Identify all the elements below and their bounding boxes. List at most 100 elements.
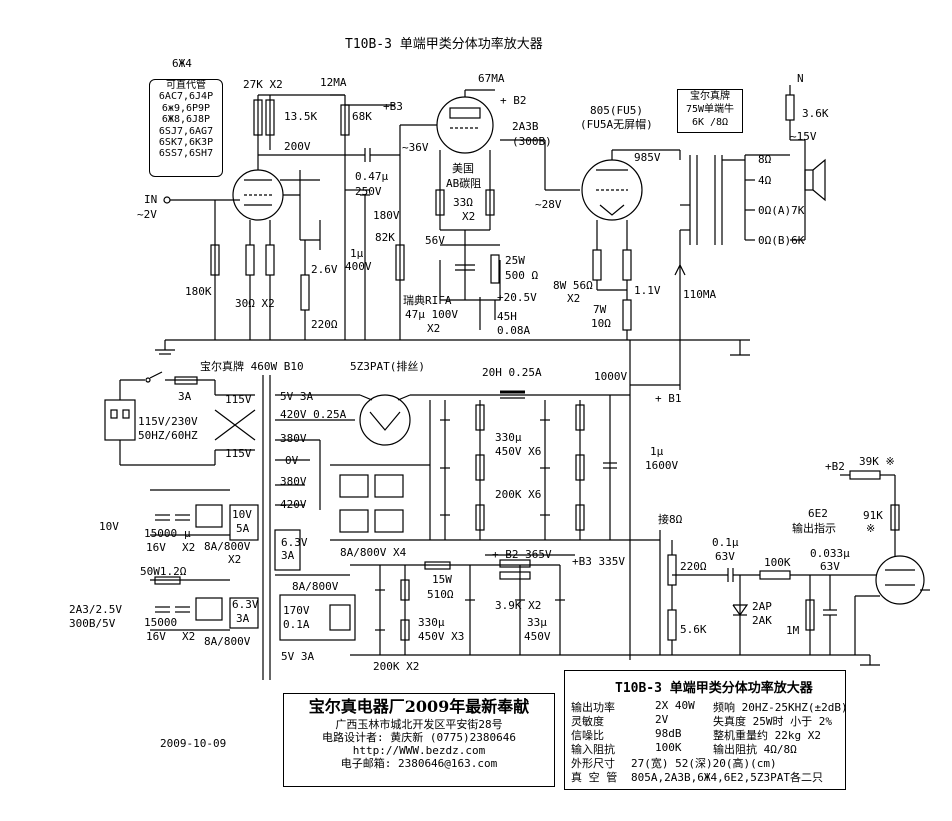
maker-designer: 电路设计者: 黄庆新 (0775)2380646 [322,731,516,744]
label-ab: AB碳阻 [446,176,481,190]
label-33u: 33μ [527,616,547,629]
label-380a: 380V [280,432,307,445]
spec-key: 输入阻抗 [571,743,615,756]
label-1m: 1M [786,624,800,637]
label-380b: 380V [280,475,307,488]
label-12ma: 12MA [320,76,347,89]
label-115b: 115V [225,447,252,460]
label-985v: 985V [634,151,661,164]
label-x2b: X2 [567,292,580,305]
label-500: 500 Ω [505,269,538,282]
spec-row: 外形尺寸 27(宽) 52(深)20(高)(cm) [571,755,777,771]
substitute-item: 6SJ7,6AG7 [158,125,214,137]
label-330: 330μ [495,431,522,444]
maker-brand: 宝尔真电器厂2009年最新奉献 [308,697,530,716]
label-805-sub: (FU5A无屏帽) [580,118,653,131]
label-330bv: 450V X3 [418,630,464,643]
maker-address: 广西玉林市城北开发区平安街28号 [335,718,503,731]
label-27k: 27K X2 [243,78,283,91]
spec-key: 外形尺寸 [571,757,615,770]
label-26v: 2.6V [311,263,338,276]
label-01uv: 63V [715,550,735,563]
spec-key: 灵敏度 [571,715,604,728]
spec-title: T10B-3 单端甲类分体功率放大器 [615,681,813,696]
label-b2c: +B2 [825,460,845,473]
spec-value: 98dB [655,727,682,740]
label-82k: 82K [375,231,395,244]
label-b10v: 10V [232,508,252,521]
label-10v: 10V [99,520,119,533]
label-1u2: 1μ [650,445,664,458]
label-mains: 115V/230V [138,415,198,428]
label-v1-tube: 6Ж4 [172,57,192,70]
label-56k: 5.6K [680,623,707,636]
label-1000v: 1000V [594,370,627,383]
label-008a: 0.08A [497,324,530,337]
spec-value: 2V [655,713,669,726]
substitute-item: 6Ж8,6J8P [161,114,211,126]
ot-impedance: 6K /8Ω [691,117,729,128]
spec-value: 27(宽) 52(深)20(高)(cm) [631,757,777,770]
label-star: ※ [866,522,875,535]
label-5v3a: 5V 3A [280,390,313,403]
label-63a: 3A [281,549,295,562]
label-8a-x4: 8A/800V X4 [340,546,407,559]
spec-value: 100K [655,741,682,754]
label-8a4: 8A/800V [292,580,339,593]
label-20h: 20H 0.25A [482,366,542,379]
psu-wiring [104,340,930,680]
label-047v: 250V [355,185,382,198]
schematic-labels: 6Ж4 27K X2 12MA +B3 13.5K 68K 200V ~36V … [69,57,895,673]
label-220b: 220Ω [680,560,707,573]
spec-key: 输出功率 [571,701,615,714]
label-330v: 450V X6 [495,445,541,458]
label-mu: μ [184,527,191,540]
label-b3a: 3A [236,612,250,625]
ot-type: 75W单端牛 [685,104,735,115]
label-2ap: 2AP [752,600,772,613]
spec-value: 805A,2A3B,6Ж4,6E2,5Z3PAT各二只 [631,771,823,784]
label-in: IN [144,193,157,206]
label-15w: 15W [432,573,452,586]
label-b5a: 5A [236,522,250,535]
label-63v: 6.3V [281,536,308,549]
label-0v: 0V [285,454,299,467]
label-2v: ~2V [137,208,157,221]
label-tap8: 接8Ω [658,513,683,526]
label-8a3: 8A/800V [204,635,251,648]
label-220: 220Ω [311,318,338,331]
spec-row: 真 空 管 805A,2A3B,6Ж4,6E2,5Z3PAT各二只 [571,769,823,785]
label-fil: 2A3/2.5V [69,603,122,616]
label-15000v: 16V [146,541,166,554]
label-805: 805(FU5) [590,104,643,117]
label-x2c: X2 [182,541,195,554]
label-indicator: 输出指示 [792,521,836,535]
label-2ak: 2AK [752,614,772,627]
label-510: 510Ω [427,588,454,601]
label-33: 33Ω [453,196,473,209]
label-45h: 45H [497,310,517,323]
label-x2d: X2 [228,553,241,566]
maker-website: http://WWW.bezdz.com [352,744,486,757]
label-b3-top: +B3 [383,100,403,113]
spec-key: 信噪比 [571,729,604,742]
label-rifa3: X2 [427,322,440,335]
spec-row: 输入阻抗 100K 输出阻抗 4Ω/8Ω [571,741,797,757]
spec-extra: 频响 20HZ-25KHZ(±2dB) [713,701,848,714]
label-o0a: 0Ω(A)7K [758,204,805,217]
label-1u: 1μ [350,247,364,260]
label-01u: 0.1μ [712,536,739,549]
label-39k-x2: 3.9K X2 [495,599,541,612]
label-3a: 3A [178,390,192,403]
substitute-item: 6SK7,6K3P [158,137,214,149]
label-7w: 7W [593,303,607,316]
substitute-tubes-box: 可直代管 6AC7,6J4P 6ж9,6P9P 6Ж8,6J8P 6SJ7,6A… [149,79,223,177]
label-b2-365: + B2 365V [492,548,552,561]
label-25w: 25W [505,254,525,267]
spec-row: 信噪比 98dB 整机重量约 22kg X2 [571,727,821,743]
label-10: 10Ω [591,317,611,330]
label-420v: 420V 0.25A [280,408,347,421]
label-170v: 170V [283,604,310,617]
label-420b: 420V [280,498,307,511]
